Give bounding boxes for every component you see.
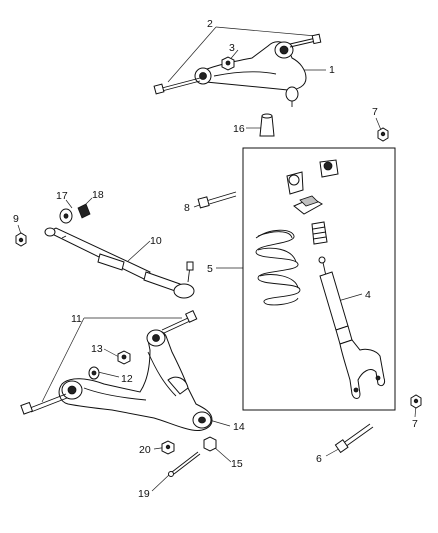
callout-numbers: 1 2 3 4 5 6 7 7 8 9 10 11 12 13 14 15 16… (13, 18, 418, 500)
tie-rod-boot (77, 203, 91, 219)
shock-nut-top (377, 127, 389, 142)
leader-lines (17, 26, 417, 492)
upper-control-arm (194, 41, 307, 107)
bump-stop (259, 113, 275, 137)
callout-9: 9 (13, 213, 19, 225)
lower-arm-washer (88, 366, 100, 380)
lower-control-arm (58, 329, 213, 431)
callout-1: 1 (329, 64, 335, 76)
callout-17: 17 (56, 190, 68, 202)
upper-arm-nut (221, 56, 235, 71)
callout-16: 16 (233, 123, 245, 135)
spring-isolators (286, 159, 339, 195)
upper-arm-bolts (153, 33, 322, 95)
callout-15: 15 (231, 458, 243, 470)
coil-spring (255, 229, 301, 306)
callout-5: 5 (207, 263, 213, 275)
callout-10: 10 (150, 235, 162, 247)
tie-rod-nut (15, 232, 27, 247)
callout-13: 13 (91, 343, 103, 355)
shock-upper-bolt (197, 191, 237, 209)
tie-rod-washer (59, 208, 73, 224)
callout-7-top: 7 (372, 106, 378, 118)
lower-nut (161, 440, 175, 455)
shock-lower-bolt (334, 423, 374, 454)
lower-arm-nut (117, 350, 131, 365)
upper-mount (293, 195, 323, 215)
shock-nut-bottom (410, 394, 422, 409)
callout-4: 4 (365, 289, 371, 301)
callout-6: 6 (316, 453, 322, 465)
callout-14: 14 (233, 421, 245, 433)
lower-arm-bolts (20, 310, 198, 415)
cotter-pin (168, 451, 201, 477)
callout-2: 2 (207, 18, 213, 30)
spring-assembly-box (242, 147, 396, 411)
callout-3: 3 (229, 42, 235, 54)
callout-7-bottom: 7 (412, 418, 418, 430)
callout-19: 19 (138, 488, 150, 500)
callout-18: 18 (92, 189, 104, 201)
callout-11: 11 (71, 313, 82, 325)
tie-rod-assembly (44, 227, 195, 299)
ball-joint-nut (203, 436, 217, 452)
callout-8: 8 (184, 202, 190, 214)
jounce-bumper (311, 221, 328, 245)
callout-12: 12 (121, 373, 133, 385)
callout-20: 20 (139, 444, 151, 456)
shock-absorber (318, 256, 385, 399)
